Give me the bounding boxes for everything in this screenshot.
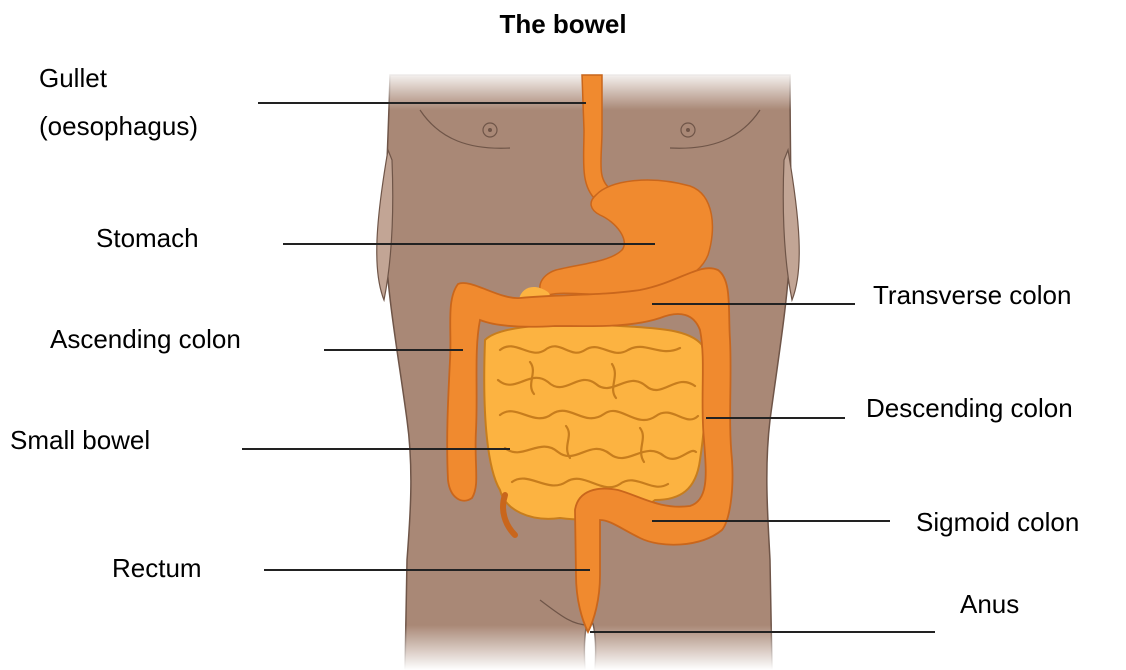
label-transverse-colon: Transverse colon <box>873 279 1071 311</box>
label-rectum: Rectum <box>112 552 202 584</box>
label-small-bowel: Small bowel <box>10 424 150 456</box>
label-gullet-oesophagus: (oesophagus) <box>39 110 198 142</box>
label-sigmoid-colon: Sigmoid colon <box>916 506 1079 538</box>
label-stomach: Stomach <box>96 222 199 254</box>
label-descending-colon: Descending colon <box>866 392 1073 424</box>
label-anus: Anus <box>960 588 1019 620</box>
label-gullet: Gullet <box>39 62 107 94</box>
label-ascending-colon: Ascending colon <box>50 323 241 355</box>
